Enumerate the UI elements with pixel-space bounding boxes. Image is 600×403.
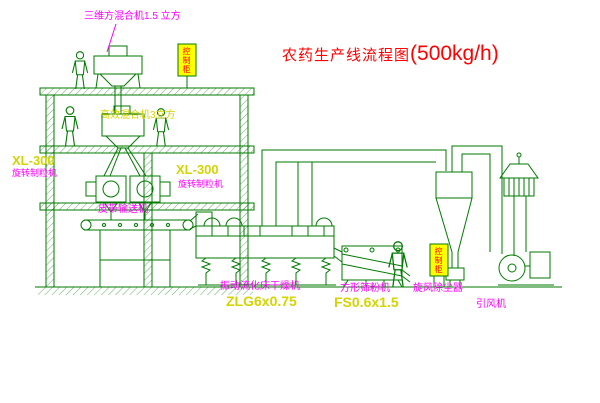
cyclone-dust-collector bbox=[435, 171, 473, 287]
exhaust-stack bbox=[499, 152, 539, 256]
control-cabinet-ground bbox=[429, 243, 449, 287]
title-text: 农药生产线流程图 bbox=[282, 47, 411, 64]
cyclone-outlet-duct bbox=[451, 145, 503, 254]
square-sieve bbox=[341, 245, 411, 288]
label-granulator-left-model: XL-300 bbox=[12, 153, 55, 168]
worker-figures bbox=[61, 51, 408, 288]
label-mixer2: 高效混合机3立方 bbox=[100, 110, 176, 121]
label-cyclone: 旋风除尘器 bbox=[413, 283, 463, 294]
worker-roof bbox=[71, 51, 89, 90]
belt-conveyor bbox=[80, 213, 199, 287]
label-granulator-right-name: 旋转制粒机 bbox=[178, 179, 224, 189]
fluid-bed-dryer bbox=[195, 211, 343, 286]
title-capacity: (500kg/h) bbox=[410, 42, 499, 65]
label-fan: 引风机 bbox=[476, 299, 506, 310]
diagram-title: 农药生产线流程图 (500kg/h) bbox=[282, 42, 499, 66]
induced-draft-fan bbox=[498, 251, 554, 286]
label-granulator-right-model: XL-300 bbox=[176, 162, 219, 177]
high-efficiency-mixer bbox=[101, 105, 147, 177]
granulator-right bbox=[129, 175, 171, 220]
label-belt-conveyor: 皮带输送机 bbox=[98, 204, 148, 215]
control-cabinet-top bbox=[177, 43, 197, 89]
top-mixer bbox=[93, 45, 143, 114]
label-sieve-model: FS0.6x1.5 bbox=[334, 294, 399, 310]
label-dryer-name: 振动流化床干燥机 bbox=[220, 281, 300, 292]
label-dryer-model: ZLG6x0.75 bbox=[226, 293, 297, 309]
exhaust-duct-to-cyclone bbox=[261, 149, 447, 226]
label-sieve-name: 方形筛粉机 bbox=[340, 283, 390, 294]
cabinet-ground-text: 控制柜 bbox=[434, 247, 443, 274]
granulator-left bbox=[85, 175, 127, 220]
label-top-mixer: 三维方混合机1.5 立方 bbox=[84, 11, 181, 22]
label-granulator-left-name: 旋转制粒机 bbox=[12, 168, 58, 178]
worker-floor2-left bbox=[61, 106, 79, 147]
cabinet-top-text: 控制柜 bbox=[182, 47, 191, 74]
label-leader-line bbox=[106, 23, 117, 53]
